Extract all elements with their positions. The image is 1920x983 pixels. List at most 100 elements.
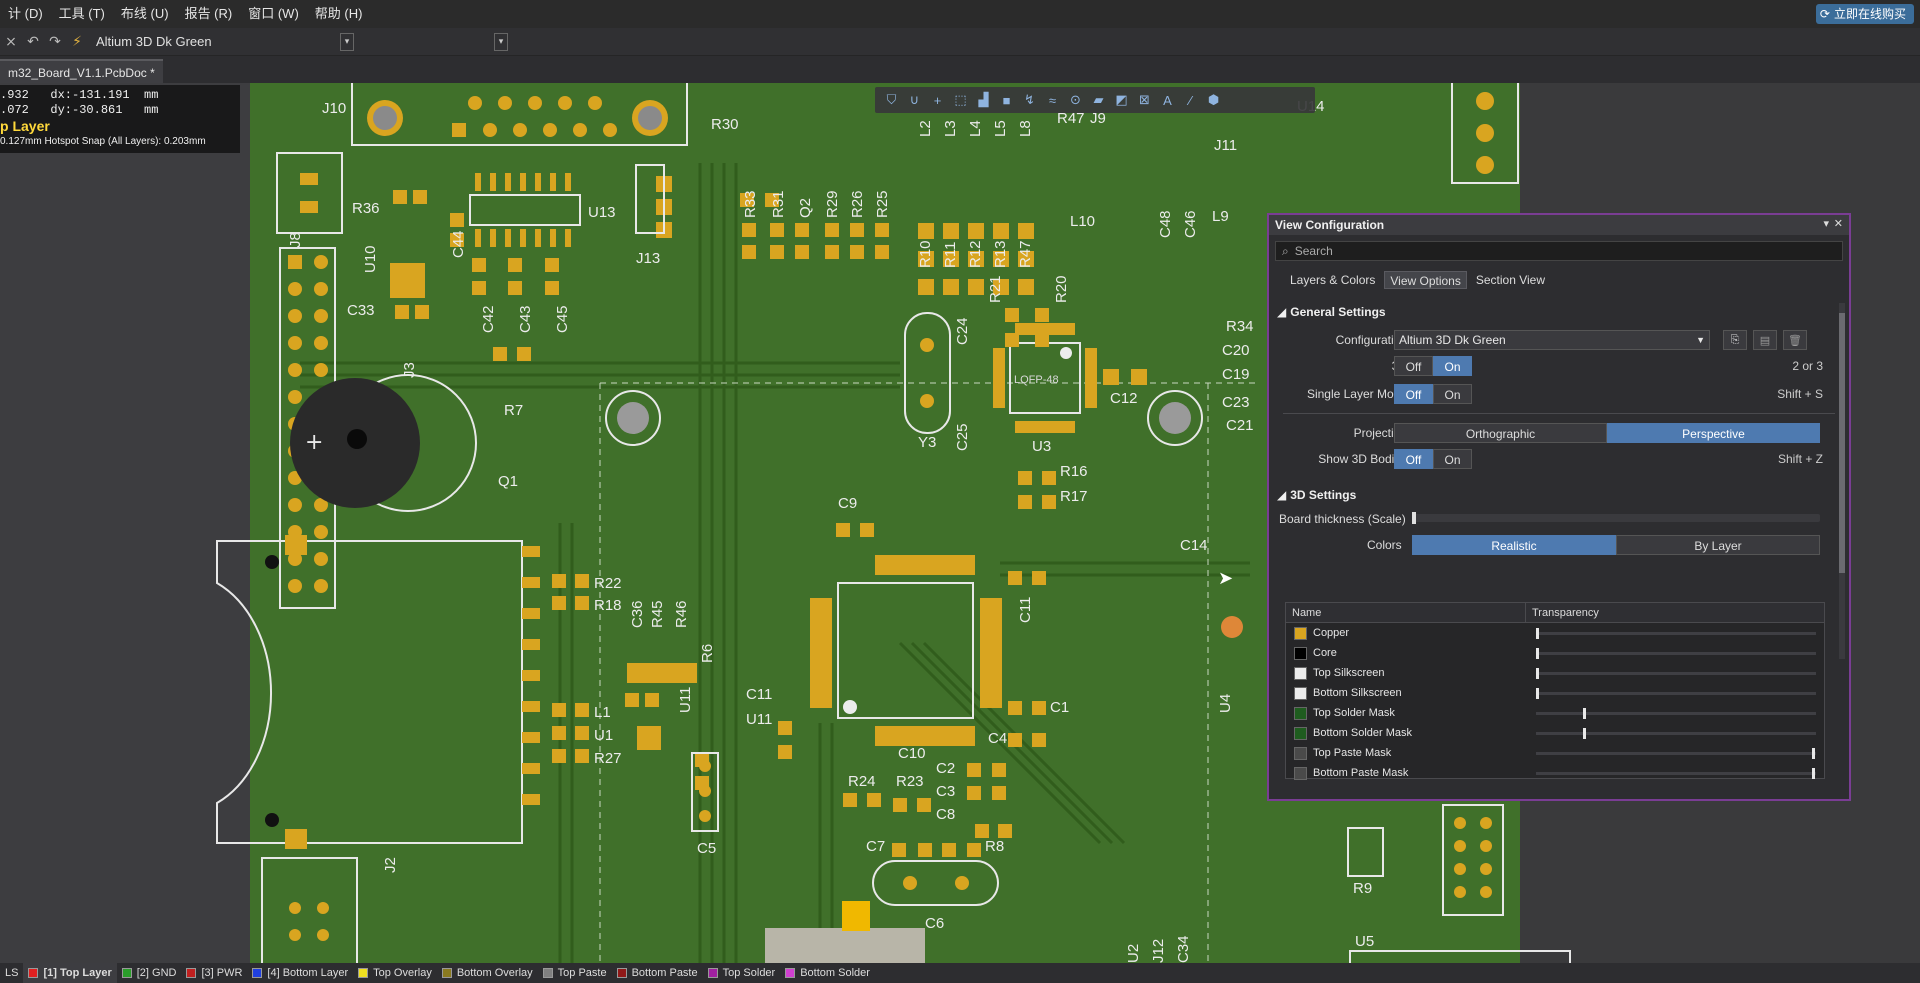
table-row[interactable]: Bottom Silkscreen — [1286, 683, 1824, 703]
slider-handle[interactable] — [1812, 748, 1815, 759]
perspective-button[interactable]: Perspective — [1607, 423, 1820, 443]
layer-color-swatch[interactable] — [1294, 706, 1307, 720]
layer-color-swatch[interactable] — [1294, 646, 1307, 660]
view-config-dropdown-icon[interactable]: ▾ — [340, 32, 354, 51]
redo-icon[interactable]: ↷ — [49, 33, 61, 49]
secondary-dropdown-icon[interactable]: ▾ — [494, 32, 508, 51]
layer-color-swatch[interactable] — [1294, 746, 1307, 760]
layer-tab[interactable]: [3] PWR — [181, 963, 247, 983]
polygon-icon[interactable]: ▰ — [1093, 92, 1104, 107]
slider-handle[interactable] — [1412, 512, 1416, 524]
transparency-slider[interactable] — [1536, 708, 1816, 719]
tab-section-view[interactable]: Section View — [1475, 273, 1546, 287]
save-as-icon[interactable]: ▤ — [1753, 330, 1777, 350]
menu-reports[interactable]: 报告 (R) — [184, 6, 233, 21]
table-row[interactable]: Top Solder Mask — [1286, 703, 1824, 723]
filter-icon[interactable]: ⛉ — [886, 92, 897, 107]
via-icon[interactable]: ⊙ — [1070, 92, 1081, 107]
orthographic-button[interactable]: Orthographic — [1394, 423, 1607, 443]
menu-help[interactable]: 帮助 (H) — [314, 6, 363, 21]
magnet-icon[interactable]: ∪ — [909, 92, 920, 107]
document-tab[interactable]: m32_Board_V1.1.PcbDoc * — [0, 59, 163, 83]
layer-tab[interactable]: Bottom Solder — [780, 963, 875, 983]
layer-color-swatch[interactable] — [1294, 666, 1307, 680]
3d-off-button[interactable]: Off — [1394, 356, 1433, 376]
menu-window[interactable]: 窗口 (W) — [248, 6, 299, 21]
realistic-button[interactable]: Realistic — [1412, 535, 1616, 555]
layer-tab[interactable]: [2] GND — [117, 963, 182, 983]
save-config-icon[interactable]: ⎘ — [1723, 330, 1747, 350]
close-icon[interactable]: ✕ — [1833, 218, 1843, 230]
diff-pair-icon[interactable]: ≈ — [1048, 92, 1057, 108]
slider-handle[interactable] — [1582, 708, 1586, 719]
menu-design[interactable]: 计 (D) — [8, 6, 43, 21]
3d-settings-header[interactable]: ◢ 3D Settings — [1277, 486, 1849, 504]
slider-handle[interactable] — [1536, 688, 1539, 699]
transparency-slider[interactable] — [1536, 668, 1816, 679]
transparency-slider[interactable] — [1536, 748, 1816, 759]
3d-body-icon[interactable]: ⬢ — [1207, 92, 1220, 107]
undo-icon[interactable]: ↶ — [27, 33, 39, 49]
buy-online-button[interactable]: ⟳ 立即在线购买 — [1815, 4, 1914, 24]
panel-scrollbar[interactable] — [1839, 303, 1845, 659]
layer-tab[interactable]: [4] Bottom Layer — [247, 963, 353, 983]
menu-route[interactable]: 布线 (U) — [120, 6, 169, 21]
slider-handle[interactable] — [1812, 768, 1815, 779]
general-settings-header[interactable]: ◢ General Settings — [1277, 303, 1849, 321]
wand-icon[interactable]: ⚡ — [72, 33, 82, 49]
transparency-slider[interactable] — [1536, 768, 1816, 779]
text-icon[interactable]: A — [1163, 92, 1172, 108]
route-icon[interactable]: ↯ — [1024, 92, 1035, 107]
layer-tab[interactable]: Top Solder — [703, 963, 781, 983]
crosshair-icon[interactable]: + — [933, 92, 942, 108]
delete-icon[interactable]: 🗑 — [1783, 330, 1807, 350]
select-rect-icon[interactable]: ⬚ — [954, 92, 967, 107]
layer-tab[interactable]: Top Paste — [538, 963, 612, 983]
slider-handle[interactable] — [1536, 668, 1539, 679]
layer-tab[interactable]: Bottom Overlay — [437, 963, 538, 983]
transparency-slider[interactable] — [1536, 648, 1816, 659]
slider-handle[interactable] — [1582, 728, 1586, 739]
view-config-select[interactable]: Altium 3D Dk Green — [96, 34, 212, 49]
tab-layers-colors[interactable]: Layers & Colors — [1290, 273, 1376, 287]
layer-tab[interactable]: LS — [0, 963, 23, 983]
slm-on-button[interactable]: On — [1433, 384, 1472, 404]
slider-handle[interactable] — [1536, 648, 1539, 659]
col-name-header[interactable]: Name — [1286, 603, 1526, 622]
layer-color-swatch[interactable] — [1294, 726, 1307, 740]
table-row[interactable]: Core — [1286, 643, 1824, 663]
layer-color-swatch[interactable] — [1294, 686, 1307, 700]
table-row[interactable]: Bottom Solder Mask — [1286, 723, 1824, 743]
scrollbar-thumb[interactable] — [1839, 313, 1845, 573]
layer-color-swatch[interactable] — [1294, 766, 1307, 780]
table-row[interactable]: Top Paste Mask — [1286, 743, 1824, 763]
tab-view-options[interactable]: View Options — [1384, 271, 1467, 289]
dimension-icon[interactable]: ⊠ — [1139, 92, 1150, 107]
transparency-slider[interactable] — [1536, 728, 1816, 739]
slider-handle[interactable] — [1536, 628, 1539, 639]
by-layer-button[interactable]: By Layer — [1616, 535, 1820, 555]
table-row[interactable]: Top Silkscreen — [1286, 663, 1824, 683]
board-thickness-slider[interactable] — [1412, 512, 1820, 524]
bodies-off-button[interactable]: Off — [1394, 449, 1433, 469]
layer-tab[interactable]: Bottom Paste — [612, 963, 703, 983]
filter-clear-icon[interactable]: ⨯ — [5, 33, 17, 49]
configuration-select[interactable]: Altium 3D Dk Green ▼ — [1394, 330, 1710, 350]
menu-tools[interactable]: 工具 (T) — [58, 6, 105, 21]
table-row[interactable]: Copper — [1286, 623, 1824, 643]
slm-off-button[interactable]: Off — [1394, 384, 1433, 404]
panel-menu-icon[interactable]: ▾ — [1823, 218, 1829, 230]
bodies-on-button[interactable]: On — [1433, 449, 1472, 469]
component-icon[interactable]: ■ — [1002, 92, 1011, 108]
line-icon[interactable]: ∕ — [1189, 92, 1192, 108]
layer-color-swatch[interactable] — [1294, 626, 1307, 640]
table-row[interactable]: Bottom Paste Mask — [1286, 763, 1824, 783]
col-transparency-header[interactable]: Transparency — [1532, 607, 1599, 619]
panel-search-input[interactable]: ⌕ Search — [1275, 241, 1843, 261]
region-icon[interactable]: ◩ — [1115, 92, 1128, 107]
transparency-slider[interactable] — [1536, 688, 1816, 699]
layer-tab[interactable]: [1] Top Layer — [23, 963, 117, 983]
layer-tab[interactable]: Top Overlay — [353, 963, 437, 983]
transparency-slider[interactable] — [1536, 628, 1816, 639]
align-icon[interactable]: ▟ — [978, 92, 989, 107]
